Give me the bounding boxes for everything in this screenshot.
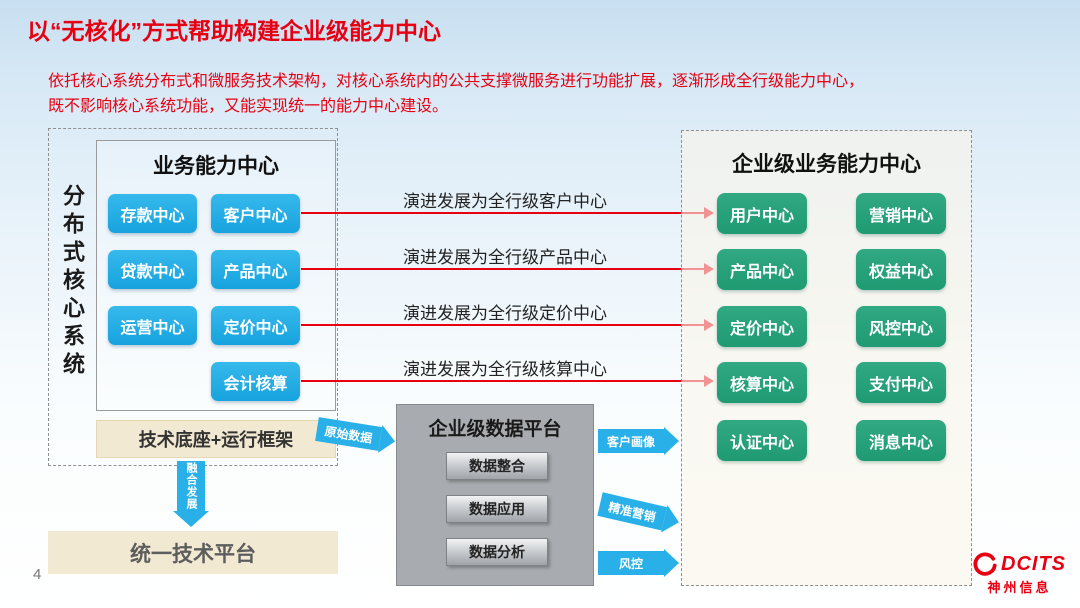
node-ent-pricing-center: 定价中心 (717, 306, 807, 347)
node-rights-center: 权益中心 (856, 249, 946, 290)
node-payment-center: 支付中心 (856, 362, 946, 403)
node-ent-product-center: 产品中心 (717, 249, 807, 290)
enterprise-capability-title: 企业级业务能力中心 (732, 153, 921, 176)
fusion-arrow-label: 融合发展 (185, 462, 197, 510)
dcits-logo-row: DCITS (973, 552, 1066, 576)
node-ent-accounting-center: 核算中心 (717, 362, 807, 403)
subtitle-line-2: 既不影响核心系统功能，又能实现统一的能力中心建设。 (48, 97, 449, 115)
page-number: 4 (33, 566, 42, 583)
node-pricing-center: 定价中心 (211, 306, 300, 345)
page-title: 以“无核化”方式帮助构建企业级能力中心 (27, 18, 441, 44)
module-data-analysis: 数据分析 (446, 538, 548, 566)
module-data-integration: 数据整合 (446, 452, 548, 480)
business-capability-title: 业务能力中心 (153, 155, 279, 178)
node-user-center: 用户中心 (717, 193, 807, 234)
evolution-arrow-line-4 (301, 375, 714, 387)
evolution-label-pricing: 演进发展为全行级定价中心 (403, 304, 607, 323)
data-platform-title: 企业级数据平台 (428, 419, 562, 440)
distributed-core-label: 分布式核心系统 (60, 184, 85, 380)
node-auth-center: 认证中心 (717, 420, 807, 461)
node-risk-center: 风控中心 (856, 306, 946, 347)
evolution-arrow-line-3 (301, 319, 714, 331)
node-accounting: 会计核算 (211, 362, 300, 401)
node-marketing-center: 营销中心 (856, 193, 946, 234)
customer-profile-arrow: 客户画像 (598, 429, 664, 453)
node-product-center: 产品中心 (211, 250, 300, 289)
evolution-arrow-line-1 (301, 207, 714, 219)
evolution-label-product: 演进发展为全行级产品中心 (403, 248, 607, 267)
slide-subtitle: 依托核心系统分布式和微服务技术架构，对核心系统内的公共支撑微服务进行功能扩展，逐… (48, 70, 983, 120)
risk-control-arrow: 风控 (598, 551, 664, 575)
fusion-arrow: 融合发展 (177, 461, 205, 511)
evolution-label-accounting: 演进发展为全行级核算中心 (403, 360, 607, 379)
subtitle-line-1: 依托核心系统分布式和微服务技术架构，对核心系统内的公共支撑微服务进行功能扩展，逐… (48, 73, 865, 90)
precision-marketing-arrow: 精准营销 (597, 492, 668, 531)
unified-tech-platform-box: 统一技术平台 (48, 531, 338, 574)
tech-base-box: 技术底座+运行框架 (96, 420, 336, 458)
node-loan-center: 贷款中心 (108, 250, 197, 289)
node-message-center: 消息中心 (856, 420, 946, 461)
dcits-brand-text: DCITS (1001, 552, 1066, 575)
dcits-logo: DCITS 神州信息 (973, 552, 1066, 596)
dcits-swirl-icon (973, 552, 997, 576)
module-data-application: 数据应用 (446, 495, 548, 523)
node-operation-center: 运营中心 (108, 306, 197, 345)
node-customer-center: 客户中心 (211, 194, 300, 233)
evolution-label-customer: 演进发展为全行级客户中心 (403, 192, 607, 211)
dcits-brand-cn: 神州信息 (987, 580, 1052, 595)
evolution-arrow-line-2 (301, 263, 714, 275)
node-deposit-center: 存款中心 (108, 194, 197, 233)
